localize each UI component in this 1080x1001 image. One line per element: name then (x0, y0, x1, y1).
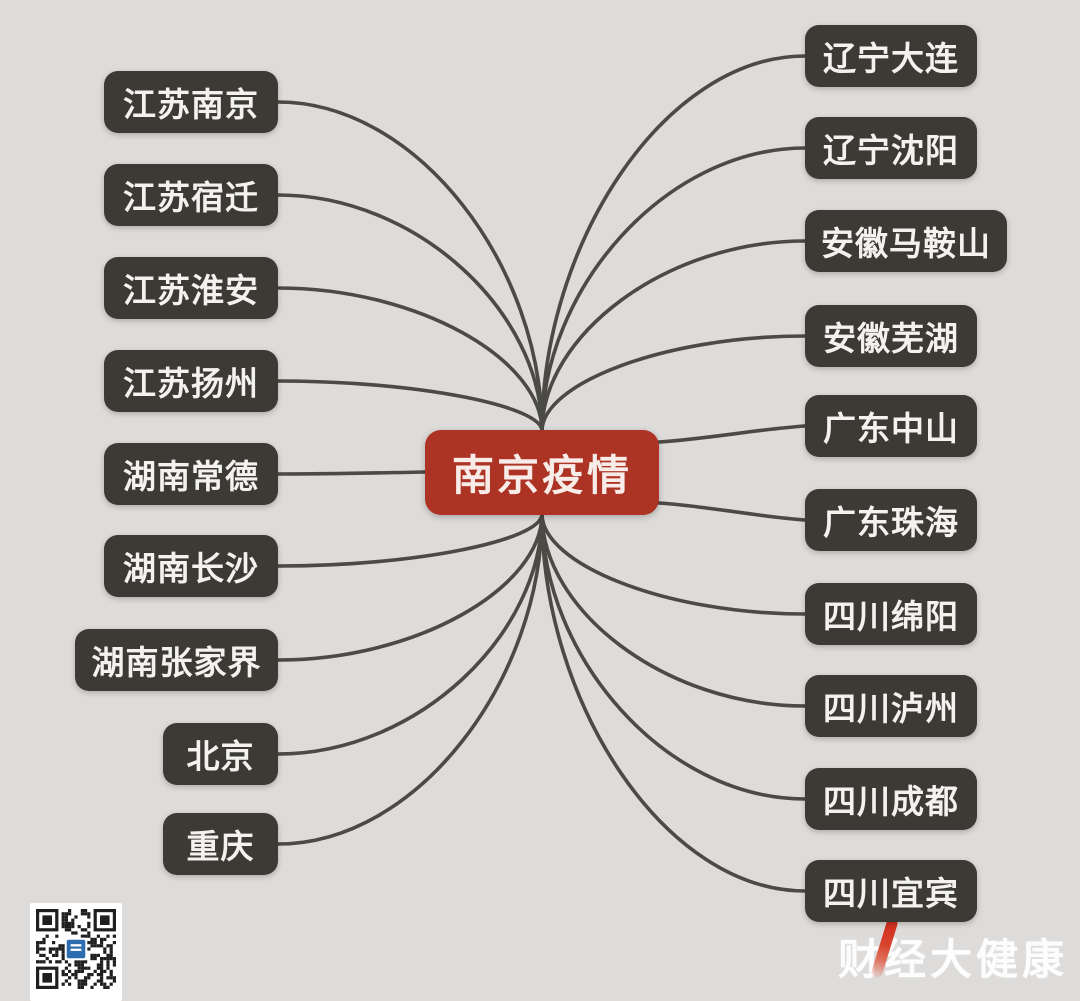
city-node: 江苏扬州 (104, 350, 278, 412)
brand-watermark: 财经大健康 (838, 916, 1068, 987)
city-node: 四川宜宾 (805, 860, 977, 922)
connector-curve (540, 334, 807, 433)
city-node: 安徽芜湖 (805, 305, 977, 367)
city-node: 湖南常德 (104, 443, 278, 505)
connector-curve (276, 379, 544, 433)
connector-curve (276, 470, 427, 476)
connector-curve (276, 512, 544, 756)
connector-curve (276, 512, 544, 662)
connector-curve (540, 512, 807, 616)
connector-curve (540, 512, 807, 708)
city-node: 辽宁大连 (805, 25, 977, 87)
connector-curve (540, 512, 807, 801)
qr-code (30, 903, 122, 1001)
city-node: 四川泸州 (805, 675, 977, 737)
connector-curve (657, 424, 807, 444)
connector-curve (276, 193, 544, 433)
city-node: 江苏淮安 (104, 257, 278, 319)
city-node: 江苏宿迁 (104, 164, 278, 226)
city-node: 广东中山 (805, 395, 977, 457)
city-node: 重庆 (163, 813, 278, 875)
city-node: 江苏南京 (104, 71, 278, 133)
connector-curve (276, 286, 544, 433)
connector-curve (540, 239, 807, 433)
city-node: 四川成都 (805, 768, 977, 830)
connector-curve (276, 512, 544, 568)
city-node: 四川绵阳 (805, 583, 977, 645)
city-node: 安徽马鞍山 (805, 210, 1007, 272)
city-node: 辽宁沈阳 (805, 117, 977, 179)
connector-curve (540, 54, 807, 433)
city-node: 广东珠海 (805, 489, 977, 551)
central-topic-node: 南京疫情 (425, 430, 659, 515)
city-node: 北京 (163, 723, 278, 785)
connector-curve (540, 146, 807, 433)
connector-curve (540, 512, 807, 893)
qr-pattern (36, 909, 116, 989)
connector-curve (657, 501, 807, 522)
city-node: 湖南张家界 (75, 629, 278, 691)
city-node: 湖南长沙 (104, 535, 278, 597)
connector-curve (276, 100, 544, 433)
connector-curve (276, 512, 544, 846)
